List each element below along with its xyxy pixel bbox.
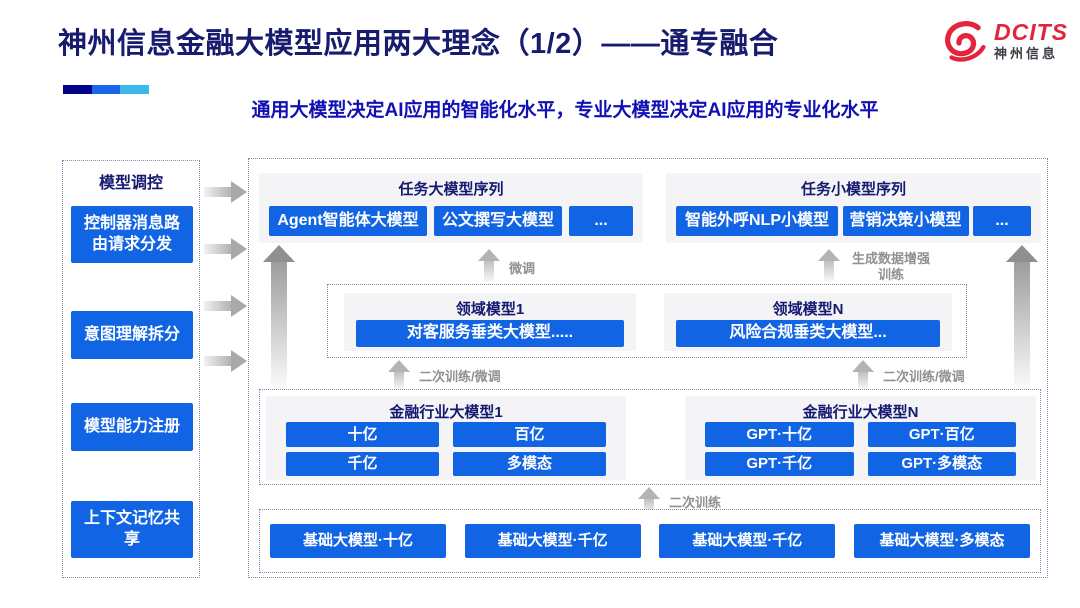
panel-title: 金融行业大模型1	[389, 404, 503, 421]
node-base-multimodal-model: 基础大模型·多模态	[853, 524, 1030, 558]
dcits-swirl-icon	[945, 21, 986, 62]
sidebar-item-intent-split: 意图理解拆分	[71, 311, 193, 359]
up-arrow-icon	[263, 245, 295, 391]
sidebar-item-controller-routing: 控制器消息路由请求分发	[71, 206, 193, 263]
panel-title: 任务小模型序列	[800, 181, 906, 198]
node-gpt-100b-model: GPT·千亿	[705, 451, 854, 476]
page-title: 神州信息金融大模型应用两大理念（1/2）——通专融合	[58, 28, 779, 60]
up-arrow-icon	[852, 360, 874, 390]
model-control-panel: 模型调控 控制器消息路由请求分发 意图理解拆分 模型能力注册 上下文记忆共享	[62, 160, 200, 578]
node-outbound-nlp-model: 智能外呼NLP小模型	[676, 206, 838, 236]
node-more-models: ...	[569, 206, 633, 236]
domain-models-container: 领域模型1 对客服务垂类大模型..... 领域模型N 风险合规垂类大模型...	[327, 284, 967, 358]
node-10b-model: 百亿	[453, 422, 606, 447]
sidebar-title: 模型调控	[98, 175, 163, 192]
gen-data-train-label: 生成数据增强训练	[851, 251, 930, 282]
slide-subtitle: 通用大模型决定AI应用的智能化水平，专业大模型决定AI应用的专业化水平	[251, 100, 879, 121]
accent-bar	[63, 85, 150, 94]
logo-brand-text: DCITS	[994, 18, 1068, 45]
secondary-finetune-label: 二次训练/微调	[419, 369, 501, 384]
model-architecture-diagram: 任务大模型序列 Agent智能体大模型 公文撰写大模型 ... 任务小模型序列 …	[248, 158, 1048, 578]
panel-title: 任务大模型序列	[398, 181, 504, 198]
node-multimodal-model: 多模态	[453, 451, 606, 476]
up-arrow-icon	[818, 249, 840, 282]
node-gpt-10b-model: GPT·百亿	[867, 422, 1016, 447]
up-arrow-icon	[388, 360, 410, 390]
node-gpt-multimodal-model: GPT·多模态	[867, 451, 1016, 476]
node-base-100b-model: 基础大模型·千亿	[464, 524, 641, 558]
sidebar-item-context-memory: 上下文记忆共享	[71, 501, 193, 558]
dcits-logo: DCITS 神州信息	[942, 18, 1068, 62]
domain-model-1-panel: 领域模型1 对客服务垂类大模型.....	[344, 293, 636, 351]
panel-title: 领域模型1	[455, 301, 525, 318]
right-arrow-icon	[204, 295, 247, 317]
task-large-model-panel: 任务大模型序列 Agent智能体大模型 公文撰写大模型 ...	[259, 173, 643, 243]
node-base-1b-model: 基础大模型·十亿	[270, 524, 446, 558]
industry-models-container: 金融行业大模型1 十亿 百亿 千亿 多模态 金融行业大模型N GPT·十亿 GP…	[259, 389, 1041, 485]
node-gpt-1b-model: GPT·十亿	[705, 422, 854, 447]
task-small-model-panel: 任务小模型序列 智能外呼NLP小模型 营销决策小模型 ...	[666, 173, 1041, 243]
industry-model-1-panel: 金融行业大模型1 十亿 百亿 千亿 多模态	[266, 396, 626, 480]
node-doc-writing-model: 公文撰写大模型	[434, 206, 562, 236]
finetune-label: 微调	[509, 261, 536, 276]
right-arrow-icon	[204, 238, 247, 260]
secondary-finetune-label: 二次训练/微调	[883, 369, 965, 384]
logo-brand-cn-text: 神州信息	[994, 45, 1059, 61]
node-customer-service-model: 对客服务垂类大模型.....	[356, 320, 624, 347]
node-1b-model: 十亿	[286, 422, 439, 447]
panel-title: 金融行业大模型N	[802, 404, 919, 421]
node-more-models: ...	[973, 206, 1031, 236]
secondary-train-label: 二次训练	[669, 495, 722, 510]
domain-model-n-panel: 领域模型N 风险合规垂类大模型...	[664, 293, 952, 351]
node-risk-compliance-model: 风险合规垂类大模型...	[676, 320, 940, 347]
node-100b-model: 千亿	[286, 451, 439, 476]
node-marketing-model: 营销决策小模型	[842, 206, 969, 236]
sidebar-item-capability-register: 模型能力注册	[71, 403, 193, 451]
up-arrow-icon	[1006, 245, 1038, 391]
up-arrow-icon	[478, 249, 500, 282]
base-models-container: 基础大模型·十亿 基础大模型·千亿 基础大模型·千亿 基础大模型·多模态	[259, 509, 1041, 573]
node-agent-large-model: Agent智能体大模型	[269, 206, 427, 236]
right-arrow-icon	[204, 181, 247, 203]
right-arrow-icon	[204, 350, 247, 372]
up-arrow-icon	[638, 487, 660, 515]
node-base-100b-model: 基础大模型·千亿	[659, 524, 836, 558]
industry-model-n-panel: 金融行业大模型N GPT·十亿 GPT·百亿 GPT·千亿 GPT·多模态	[685, 396, 1036, 480]
panel-title: 领域模型N	[772, 301, 844, 318]
